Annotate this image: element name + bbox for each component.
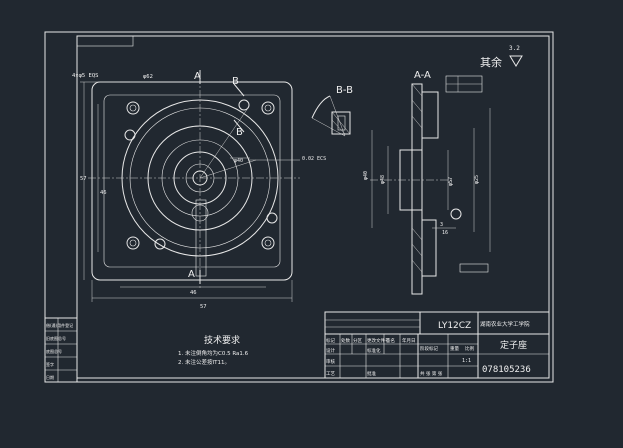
plate-outline xyxy=(91,81,293,281)
cut-b-top xyxy=(233,83,245,97)
title-part-name: 定子座 xyxy=(500,339,527,351)
outer-frame xyxy=(44,31,554,383)
dim-inner-w-text: 46 xyxy=(190,290,197,296)
roughness-value: 3.2 xyxy=(509,45,520,52)
label-stage: 阶段标记 xyxy=(420,345,438,352)
aa-hatch3 xyxy=(411,115,423,129)
bb-line2 xyxy=(329,95,346,137)
label-scale: 比例 xyxy=(465,345,474,352)
inner-frame xyxy=(76,35,550,379)
dim-t2: 16 xyxy=(442,230,448,236)
label-aa: A-A xyxy=(414,70,431,81)
tech-req-title: 技术要求 xyxy=(204,334,240,346)
dim-d2: φ48 xyxy=(380,175,386,184)
radial-2 xyxy=(199,159,257,179)
aa-hatch1 xyxy=(411,83,423,97)
side-label-3: 底图总号 xyxy=(46,348,62,354)
hole-tl-inner xyxy=(129,104,137,112)
dim-inner-h-text: 46 xyxy=(100,190,107,196)
bb-block xyxy=(331,111,351,135)
plate-inner xyxy=(103,94,281,268)
label-a-top: A xyxy=(194,71,201,82)
hole-tr xyxy=(261,101,275,115)
roughness-symbol xyxy=(509,55,523,67)
dim-d3: φ57 xyxy=(448,177,454,186)
dim-phi-top: φ62 xyxy=(143,74,153,80)
aa-hatch5 xyxy=(411,243,423,257)
hole-bl xyxy=(126,236,140,250)
title-block xyxy=(324,311,550,379)
label-b-top: B xyxy=(232,76,239,87)
dim-tolerance: 0.02 ECS xyxy=(302,156,326,162)
value-scale: 1:1 xyxy=(462,358,471,364)
cut-b-side xyxy=(233,119,245,133)
hole-br xyxy=(261,236,275,250)
tech-req-line1: 1. 未注倒角均为C0.5 Ra1.6 xyxy=(178,349,249,357)
datum-a xyxy=(450,208,462,220)
bb-hatch2 xyxy=(331,119,346,135)
dim-height-text: 57 xyxy=(80,176,87,182)
label-review: 审核 xyxy=(326,358,335,365)
title-material: LY12CZ xyxy=(438,321,471,331)
slot xyxy=(195,199,207,277)
aa-hatch4 xyxy=(411,227,423,241)
title-drawing-no: 078105236 xyxy=(482,365,531,375)
label-sheet: 共 张 第 张 xyxy=(420,370,443,377)
label-weight: 重量 xyxy=(450,345,459,352)
hole-top-right xyxy=(238,99,250,111)
bb-hatch1 xyxy=(331,111,351,135)
dim-d4: φ25 xyxy=(474,175,480,184)
hole-bottom xyxy=(154,238,166,250)
roughness-note: 其余 xyxy=(480,55,502,69)
hole-tr-inner xyxy=(264,104,272,112)
aa-flange-top xyxy=(421,91,439,139)
title-school: 湖南农业大学工学院 xyxy=(480,320,530,328)
label-standard: 标准化 xyxy=(367,347,381,354)
aa-hatch2 xyxy=(411,99,423,113)
row-label-1: 标记 xyxy=(326,337,335,344)
dim-t1: 3 xyxy=(440,222,443,228)
hole-tl xyxy=(126,101,140,115)
bb-detail xyxy=(311,95,351,137)
aa-section xyxy=(370,75,491,295)
side-label-2: 旧底图总号 xyxy=(46,335,66,341)
tech-req-line2: 2. 未注公差按IT11。 xyxy=(178,358,230,366)
aa-hatch6 xyxy=(411,259,423,273)
side-label-1: 借(通)用件登记 xyxy=(46,322,73,328)
tol-frame-bottom xyxy=(459,263,489,273)
hole-bl-inner xyxy=(129,239,137,247)
label-bb: B-B xyxy=(336,85,353,96)
side-strip xyxy=(44,317,78,383)
label-approve: 批准 xyxy=(367,370,376,377)
tb-outer xyxy=(324,311,550,379)
label-a-bottom: A xyxy=(188,269,195,280)
row-label-4: 更改文件号 xyxy=(367,337,390,344)
row-label-2: 处数 xyxy=(341,337,350,344)
label-design: 设计 xyxy=(326,347,335,354)
dim-width-text: 57 xyxy=(200,304,207,310)
hole-left xyxy=(124,129,136,141)
side-label-5: 日期 xyxy=(46,374,54,380)
aa-web xyxy=(411,83,423,295)
row-label-5: 签名 xyxy=(386,337,395,344)
side-strip-box xyxy=(44,317,78,383)
label-b-side: B xyxy=(236,127,243,138)
plan-view xyxy=(80,70,300,302)
aa-flange-bottom xyxy=(421,219,437,277)
dim-holes: 4×φ5 EQS xyxy=(72,73,99,79)
side-label-4: 签字 xyxy=(46,361,54,367)
row-label-6: 年月日 xyxy=(402,337,416,344)
corner-box xyxy=(76,35,134,47)
row-label-3: 分区 xyxy=(353,337,362,344)
label-process: 工艺 xyxy=(326,371,335,377)
dim-d1: φ40 xyxy=(363,171,369,180)
bb-line1 xyxy=(311,117,346,137)
bb-arc xyxy=(311,95,331,119)
radial-1 xyxy=(199,107,249,179)
hole-br-inner xyxy=(264,239,272,247)
hole-right xyxy=(266,212,278,224)
dim-right-phi: φ40 xyxy=(234,158,243,164)
